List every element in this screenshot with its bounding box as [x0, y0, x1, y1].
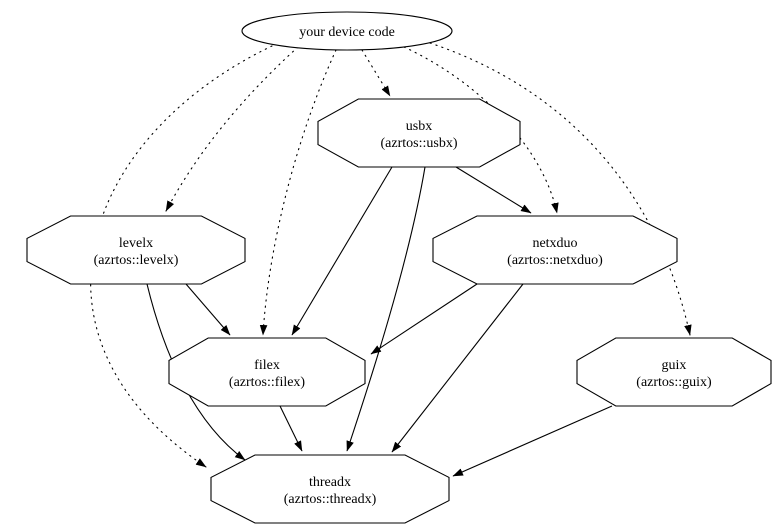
edge-filex-threadx	[279, 405, 303, 452]
node-guix: guix(azrtos::guix)	[576, 337, 772, 407]
threadx-label: threadx	[309, 475, 351, 490]
edge-usbx-filex	[291, 166, 393, 336]
guix-sublabel: (azrtos::guix)	[636, 375, 712, 390]
filex-shape	[168, 337, 366, 407]
netxduo-shape	[432, 215, 678, 285]
edge-device-code-filex	[259, 49, 337, 336]
usbx-sublabel: (azrtos::usbx)	[381, 136, 458, 151]
edge-device-code-levelx	[165, 46, 299, 212]
device-code-label: your device code	[299, 25, 395, 40]
node-layer: your device codeusbx(azrtos::usbx)levelx…	[26, 11, 772, 524]
edge-netxduo-threadx	[391, 283, 524, 453]
node-netxduo: netxduo(azrtos::netxduo)	[432, 215, 678, 285]
node-filex: filex(azrtos::filex)	[168, 337, 366, 407]
edge-device-code-guix	[429, 42, 692, 336]
filex-label: filex	[254, 358, 280, 373]
threadx-shape	[210, 454, 450, 524]
levelx-shape	[26, 215, 246, 285]
edge-guix-threadx	[452, 405, 613, 477]
edge-usbx-threadx	[346, 166, 426, 452]
levelx-label: levelx	[119, 236, 153, 251]
edge-levelx-filex	[185, 283, 231, 336]
filex-sublabel: (azrtos::filex)	[229, 375, 306, 390]
node-threadx: threadx(azrtos::threadx)	[210, 454, 450, 524]
device-code-shape	[241, 11, 453, 51]
node-levelx: levelx(azrtos::levelx)	[26, 215, 246, 285]
levelx-sublabel: (azrtos::levelx)	[94, 253, 179, 268]
guix-shape	[576, 337, 772, 407]
edge-netxduo-filex	[370, 283, 478, 355]
usbx-shape	[317, 98, 521, 168]
node-device-code: your device code	[241, 11, 453, 51]
netxduo-label: netxduo	[532, 236, 577, 251]
usbx-label: usbx	[406, 119, 432, 134]
edge-device-code-usbx	[361, 49, 391, 97]
edge-usbx-netxduo	[455, 166, 532, 214]
threadx-sublabel: (azrtos::threadx)	[284, 492, 377, 507]
node-usbx: usbx(azrtos::usbx)	[317, 98, 521, 168]
netxduo-sublabel: (azrtos::netxduo)	[507, 253, 603, 268]
guix-label: guix	[662, 358, 687, 373]
